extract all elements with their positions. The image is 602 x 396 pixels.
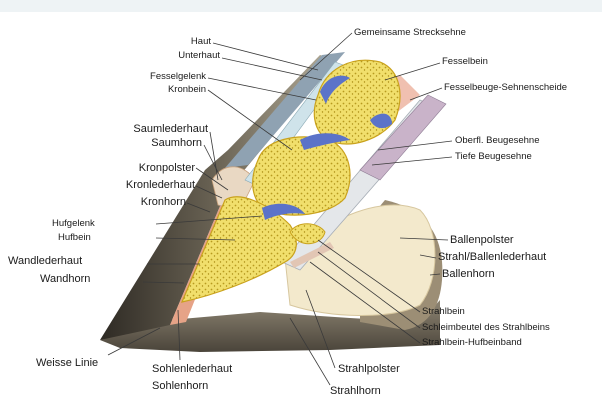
label-fesselgelenk: Fesselgelenk	[150, 71, 206, 82]
label-fesselbeuge-sehnenscheide: Fesselbeuge-Sehnenscheide	[444, 82, 567, 93]
label-kronlederhaut: Kronlederhaut	[126, 179, 195, 191]
label-strahlbein: Strahlbein	[422, 306, 465, 317]
label-ballenpolster: Ballenpolster	[450, 234, 514, 246]
label-strahl-ballenlederhaut: Strahl/Ballenlederhaut	[438, 251, 546, 263]
label-haut: Haut	[191, 36, 211, 47]
label-saumhorn: Saumhorn	[151, 137, 202, 149]
short-pastern-bone-shape	[253, 137, 350, 215]
label-oberfl-beugesehne: Oberfl. Beugesehne	[455, 135, 540, 146]
label-gemeinsame-strecksehne: Gemeinsame Strecksehne	[354, 27, 466, 38]
label-sohlenhorn: Sohlenhorn	[152, 380, 208, 392]
label-weisse-linie: Weisse Linie	[36, 357, 98, 369]
top-band	[0, 0, 602, 12]
label-schleimbeutel: Schleimbeutel des Strahlbeins	[422, 322, 550, 333]
label-wandhorn: Wandhorn	[40, 273, 90, 285]
label-kronhorn: Kronhorn	[141, 196, 186, 208]
label-strahlbein-hufbeinband: Strahlbein-Hufbeinband	[422, 337, 522, 348]
label-sohlenlederhaut: Sohlenlederhaut	[152, 363, 232, 375]
label-unterhaut: Unterhaut	[178, 50, 220, 61]
label-kronpolster: Kronpolster	[139, 162, 196, 174]
label-hufbein: Hufbein	[58, 232, 91, 243]
label-wandlederhaut: Wandlederhaut	[8, 255, 82, 267]
label-strahlhorn: Strahlhorn	[330, 385, 381, 396]
label-fesselbein: Fesselbein	[442, 56, 488, 67]
label-tiefe-beugesehne: Tiefe Beugesehne	[455, 151, 532, 162]
label-kronbein: Kronbein	[168, 84, 206, 95]
label-strahlpolster: Strahlpolster	[338, 363, 400, 375]
label-hufgelenk: Hufgelenk	[52, 218, 95, 229]
label-ballenhorn: Ballenhorn	[442, 268, 495, 280]
label-saumlederhaut: Saumlederhaut	[133, 123, 208, 135]
